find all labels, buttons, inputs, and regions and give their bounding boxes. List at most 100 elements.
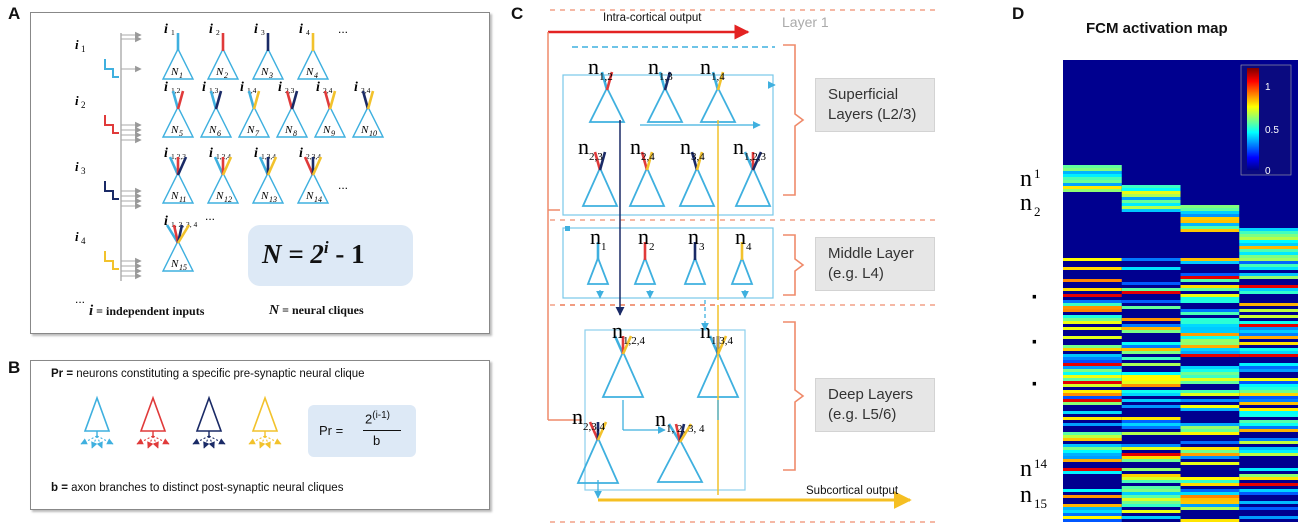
neuron-label-subscript: 4 (746, 241, 752, 253)
heatmap-cell (1239, 438, 1298, 441)
neuron-label-subscript: 2 (649, 241, 655, 253)
heatmap-cell (1121, 327, 1181, 330)
clique-input-subscript: 1,2,3 (171, 152, 186, 161)
ellipsis: ... (205, 209, 215, 223)
heatmap-cell (1063, 438, 1122, 441)
heatmap-cell (1121, 209, 1181, 212)
input-label: i (75, 229, 79, 244)
dendrite (252, 90, 261, 110)
heatmap-cell (1239, 330, 1298, 333)
clique-name-subscript: 6 (217, 129, 221, 138)
colorbar-segment (1247, 86, 1259, 88)
clique-input-subscript: 1,3 (209, 86, 219, 95)
colorbar-segment (1247, 140, 1259, 142)
dendrite (613, 335, 625, 355)
heatmap-cell (1239, 324, 1298, 327)
heatmap-cell (1063, 399, 1122, 402)
heatmap-cell (1180, 261, 1240, 264)
heatmap-cell (1180, 217, 1240, 220)
heatmap-cell (1121, 444, 1181, 447)
heatmap-cell (1180, 381, 1240, 384)
colorbar-segment (1247, 128, 1259, 130)
row-label-subscript: 14 (1034, 456, 1048, 471)
heatmap-cell (1180, 229, 1240, 232)
colorbar-segment (1247, 156, 1259, 158)
ellipsis: ... (338, 22, 348, 36)
colorbar-segment (1247, 99, 1259, 101)
heatmap-cell (1063, 432, 1122, 435)
heatmap-cell (1180, 423, 1240, 426)
neuron-label: n (735, 224, 746, 249)
neuron-label-subscript: 1,4 (711, 71, 725, 83)
heatmap-cell (1180, 408, 1240, 411)
dendrite (593, 151, 602, 171)
pr-formula-denominator: b (373, 433, 381, 448)
heatmap-cell (1063, 354, 1122, 357)
colorbar-tick: 0 (1265, 166, 1271, 177)
input-subscript: 4 (81, 236, 86, 246)
input-line (104, 59, 119, 78)
dendrite (588, 421, 600, 441)
colorbar-segment (1247, 103, 1259, 105)
colorbar-segment (1247, 168, 1259, 170)
neuron-body (251, 171, 285, 204)
neuron-label-subscript: 1,2,3 (744, 151, 767, 163)
neuron-body (161, 47, 195, 80)
colorbar-segment (1247, 111, 1259, 113)
clique-input-label: i (209, 146, 213, 161)
clique-name: N (170, 190, 179, 202)
heatmap-cell (1239, 507, 1298, 510)
clique-input-label: i (316, 80, 320, 95)
colorbar-segment (1247, 137, 1259, 139)
clique-input-label: i (164, 214, 168, 229)
dendrite (303, 156, 315, 176)
colorbar-segment (1247, 120, 1259, 122)
dendrite (172, 224, 180, 244)
row-label-subscript: 1 (1034, 166, 1041, 181)
heatmap-cell (1063, 372, 1122, 375)
neuron-label: n (733, 134, 744, 159)
clique-name: N (305, 66, 314, 78)
neuron-body (699, 85, 737, 123)
colorbar-segment (1247, 96, 1259, 98)
heatmap-cell (1239, 441, 1298, 444)
heatmap-cell (1063, 294, 1122, 297)
heatmap-cell (1239, 477, 1298, 480)
clique-input-label: i (164, 146, 168, 161)
heatmap-cell (1063, 267, 1122, 270)
neuron-body (313, 105, 347, 138)
clique-neuron (237, 90, 271, 138)
panel-b: Pr = neurons constituting a specific pre… (30, 360, 490, 510)
heatmap-cell (1063, 348, 1122, 351)
clique-input-subscript: 1,2,4 (216, 152, 231, 161)
heatmap-cell (1063, 165, 1122, 168)
neuron-label-subscript: 3 (699, 241, 705, 253)
neuron-label-subscript: 1, 2, 3, 4 (666, 423, 705, 435)
heatmap-cell (1121, 191, 1181, 194)
layer-bracket-middle (783, 234, 805, 296)
heatmap-cell (1063, 453, 1122, 456)
heatmap-cell (1180, 456, 1240, 459)
colorbar-segment (1247, 169, 1259, 171)
input-subscript: 2 (81, 100, 86, 110)
heatmap-cell (1121, 405, 1181, 408)
heatmap-cell (1180, 366, 1240, 369)
neuron-label: n (572, 404, 583, 429)
clique-name-subscript: 12 (224, 195, 232, 204)
heatmap-cell (1121, 258, 1181, 261)
neuron-label: n (700, 54, 711, 79)
input-subscript: 1 (81, 44, 86, 54)
dendrite (213, 156, 225, 176)
neuron-body (633, 255, 657, 285)
heatmap-cell (1239, 420, 1298, 423)
heatmap-cell (1063, 519, 1122, 522)
dendrite (598, 151, 607, 171)
heatmap-cell (1239, 411, 1298, 414)
heatmap-cell (1180, 205, 1240, 208)
neuron-label-subscript: 2,3 (589, 151, 603, 163)
colorbar-segment (1247, 90, 1259, 92)
colorbar-segment (1247, 101, 1259, 103)
deep-frame (584, 329, 746, 491)
cortical-neuron (586, 242, 610, 285)
